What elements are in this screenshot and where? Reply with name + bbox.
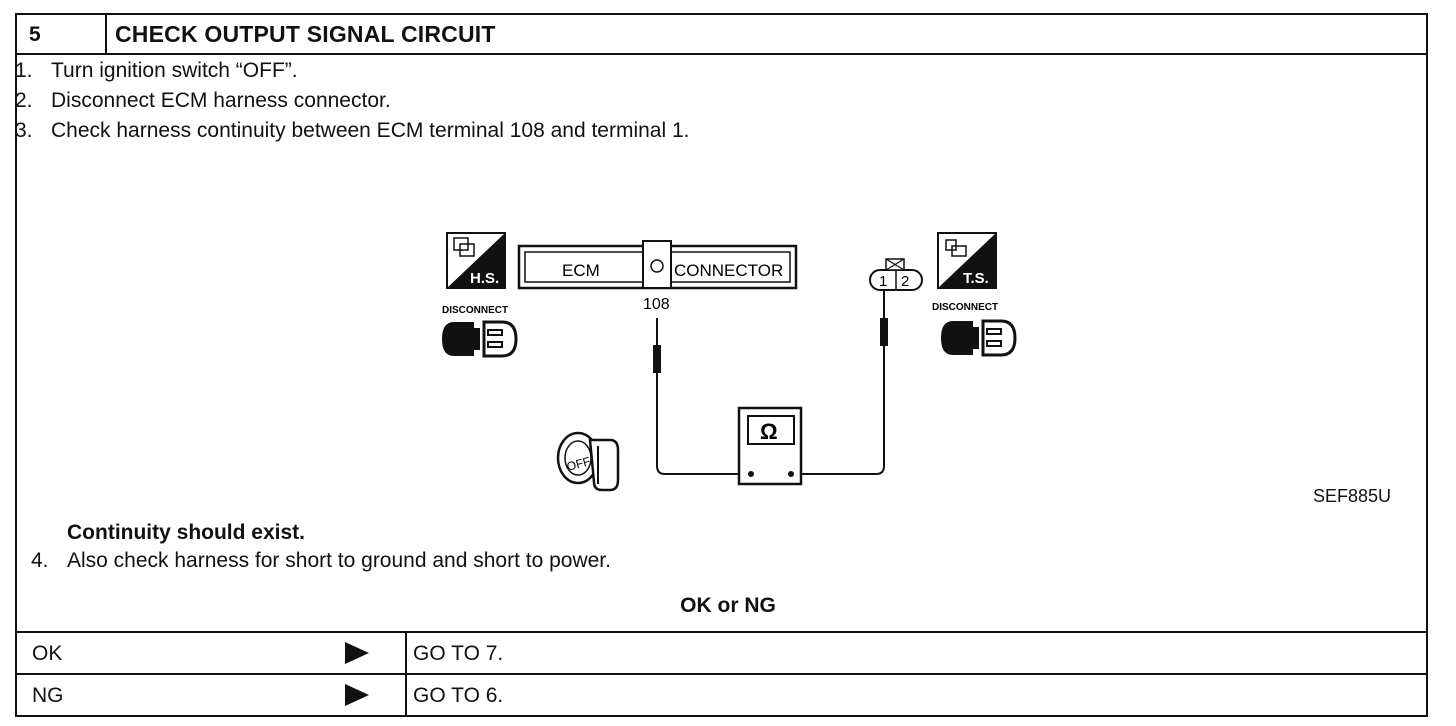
row-divider (405, 675, 407, 715)
row-divider (405, 633, 407, 673)
step-text: Check harness continuity between ECM ter… (51, 119, 690, 142)
continuity-note: Continuity should exist. (67, 521, 306, 544)
result-row-ng: NG GO TO 6. (15, 673, 1428, 715)
step-list: 1. Turn ignition switch “OFF”. 2. Disconne… (15, 56, 690, 146)
step-header: 5 CHECK OUTPUT SIGNAL CIRCUIT (17, 15, 1426, 55)
result-action: GO TO 6. (413, 684, 504, 707)
step-number: 5 (29, 23, 41, 46)
step-item: 4. Also check harness for short to ground… (31, 549, 611, 573)
step-num: 3. (15, 119, 33, 142)
step-text: Disconnect ECM harness connector. (51, 89, 391, 112)
step-num: 4. (31, 549, 49, 572)
step-item: 1. Turn ignition switch “OFF”. (15, 56, 690, 86)
step-text: Also check harness for short to ground a… (67, 549, 611, 572)
result-label: OK (32, 642, 63, 665)
procedure-frame: 5 CHECK OUTPUT SIGNAL CIRCUIT (15, 13, 1428, 717)
result-action: GO TO 7. (413, 642, 504, 665)
figure-reference: SEF885U (1313, 486, 1392, 506)
step-num: 1. (15, 59, 33, 82)
header-divider (105, 15, 107, 53)
ok-or-ng-heading: OK or NG (680, 594, 776, 617)
result-row-ok: OK GO TO 7. (15, 631, 1428, 673)
step-num: 2. (15, 89, 33, 112)
result-label: NG (32, 684, 64, 707)
arrow-right-icon (345, 684, 369, 706)
step-item: 2. Disconnect ECM harness connector. (15, 86, 690, 116)
step-item: 3. Check harness continuity between ECM t… (15, 116, 690, 146)
step-title: CHECK OUTPUT SIGNAL CIRCUIT (115, 21, 496, 47)
arrow-right-icon (345, 642, 369, 664)
step-text: Turn ignition switch “OFF”. (51, 59, 298, 82)
